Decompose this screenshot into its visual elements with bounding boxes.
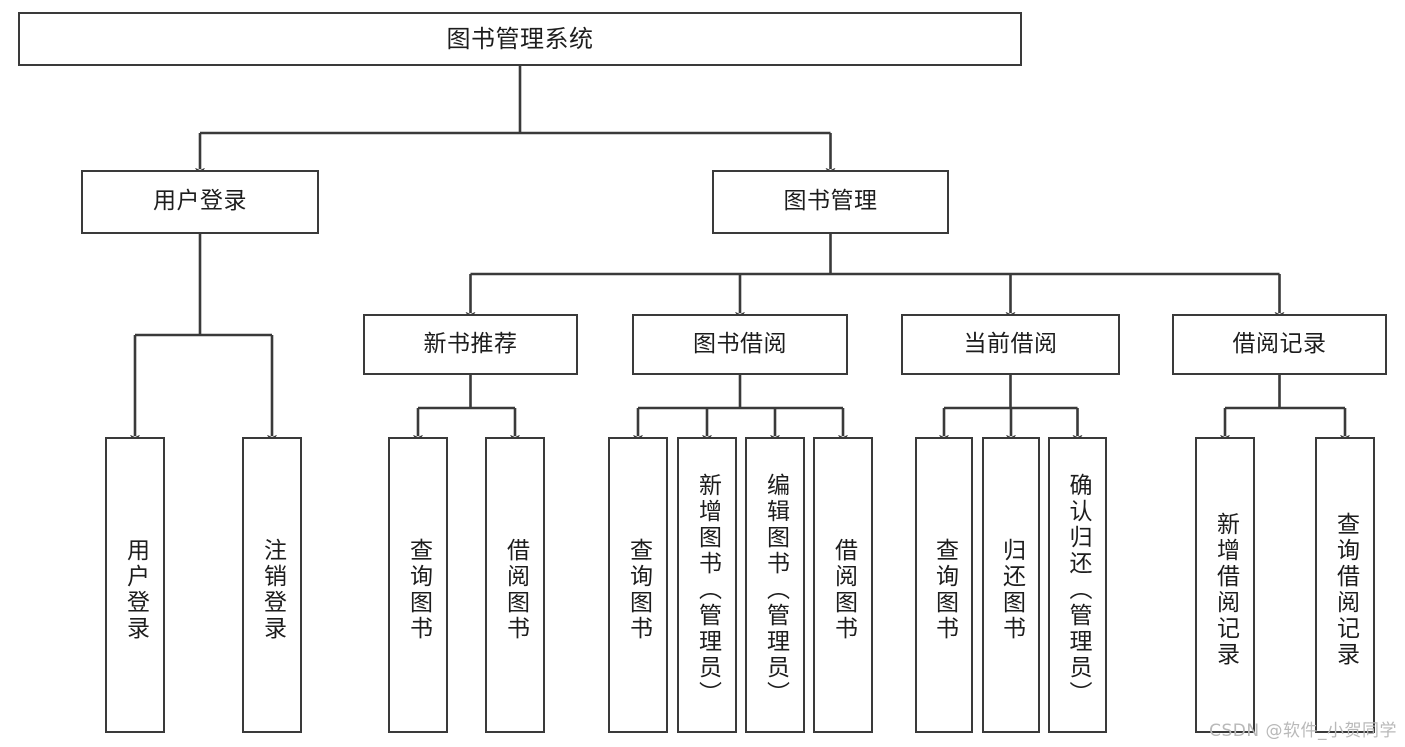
node-label: 新增借阅记录: [1212, 512, 1239, 668]
node-leaf-user-login[interactable]: 用户登录: [105, 437, 165, 733]
node-leaf-cb-return[interactable]: 归还图书: [982, 437, 1040, 733]
node-leaf-bl-add[interactable]: 新增借阅记录: [1195, 437, 1255, 733]
node-label: 查询图书: [405, 538, 432, 642]
node-label: 当前借阅: [963, 330, 1058, 357]
node-new-book-rec[interactable]: 新书推荐: [363, 314, 578, 375]
node-root[interactable]: 图书管理系统: [18, 12, 1022, 66]
edge-paths: [130, 66, 1350, 444]
node-label: 用户登录: [153, 188, 247, 215]
node-cur-borrow[interactable]: 当前借阅: [901, 314, 1120, 375]
node-leaf-bb-edit[interactable]: 编辑图书（管理员）: [745, 437, 805, 733]
node-leaf-bb-borrow[interactable]: 借阅图书: [813, 437, 873, 733]
node-label: 借阅图书: [502, 538, 529, 642]
node-user-login[interactable]: 用户登录: [81, 170, 319, 234]
node-label: 新书推荐: [423, 330, 518, 357]
node-label: 确认归还（管理员）: [1065, 473, 1091, 707]
node-label: 图书管理: [783, 188, 878, 215]
node-leaf-bb-add[interactable]: 新增图书（管理员）: [677, 437, 737, 733]
node-label: 注销登录: [259, 538, 286, 642]
node-leaf-cb-query[interactable]: 查询图书: [915, 437, 973, 733]
node-label: 借阅图书: [830, 538, 857, 642]
node-leaf-user-logout[interactable]: 注销登录: [242, 437, 302, 733]
node-label: 编辑图书（管理员）: [762, 473, 789, 707]
node-label: 查询图书: [625, 538, 652, 642]
node-label: 查询图书: [931, 538, 958, 642]
node-book-mgmt[interactable]: 图书管理: [712, 170, 949, 234]
node-book-borrow[interactable]: 图书借阅: [632, 314, 848, 375]
node-leaf-cb-confirm[interactable]: 确认归还（管理员）: [1048, 437, 1107, 733]
node-label: 新增图书（管理员）: [694, 473, 721, 707]
node-label: 归还图书: [998, 538, 1025, 642]
node-label: 查询借阅记录: [1332, 512, 1359, 668]
node-borrow-log[interactable]: 借阅记录: [1172, 314, 1387, 375]
node-label: 图书管理系统: [446, 24, 594, 53]
node-label: 借阅记录: [1232, 330, 1327, 357]
node-leaf-rec-query[interactable]: 查询图书: [388, 437, 448, 733]
node-leaf-bb-query[interactable]: 查询图书: [608, 437, 668, 733]
node-label: 图书借阅: [693, 330, 787, 357]
node-leaf-rec-borrow[interactable]: 借阅图书: [485, 437, 545, 733]
watermark-text: CSDN @软件_小贺同学: [1209, 721, 1397, 741]
node-leaf-bl-query[interactable]: 查询借阅记录: [1315, 437, 1375, 733]
node-label: 用户登录: [122, 538, 149, 642]
